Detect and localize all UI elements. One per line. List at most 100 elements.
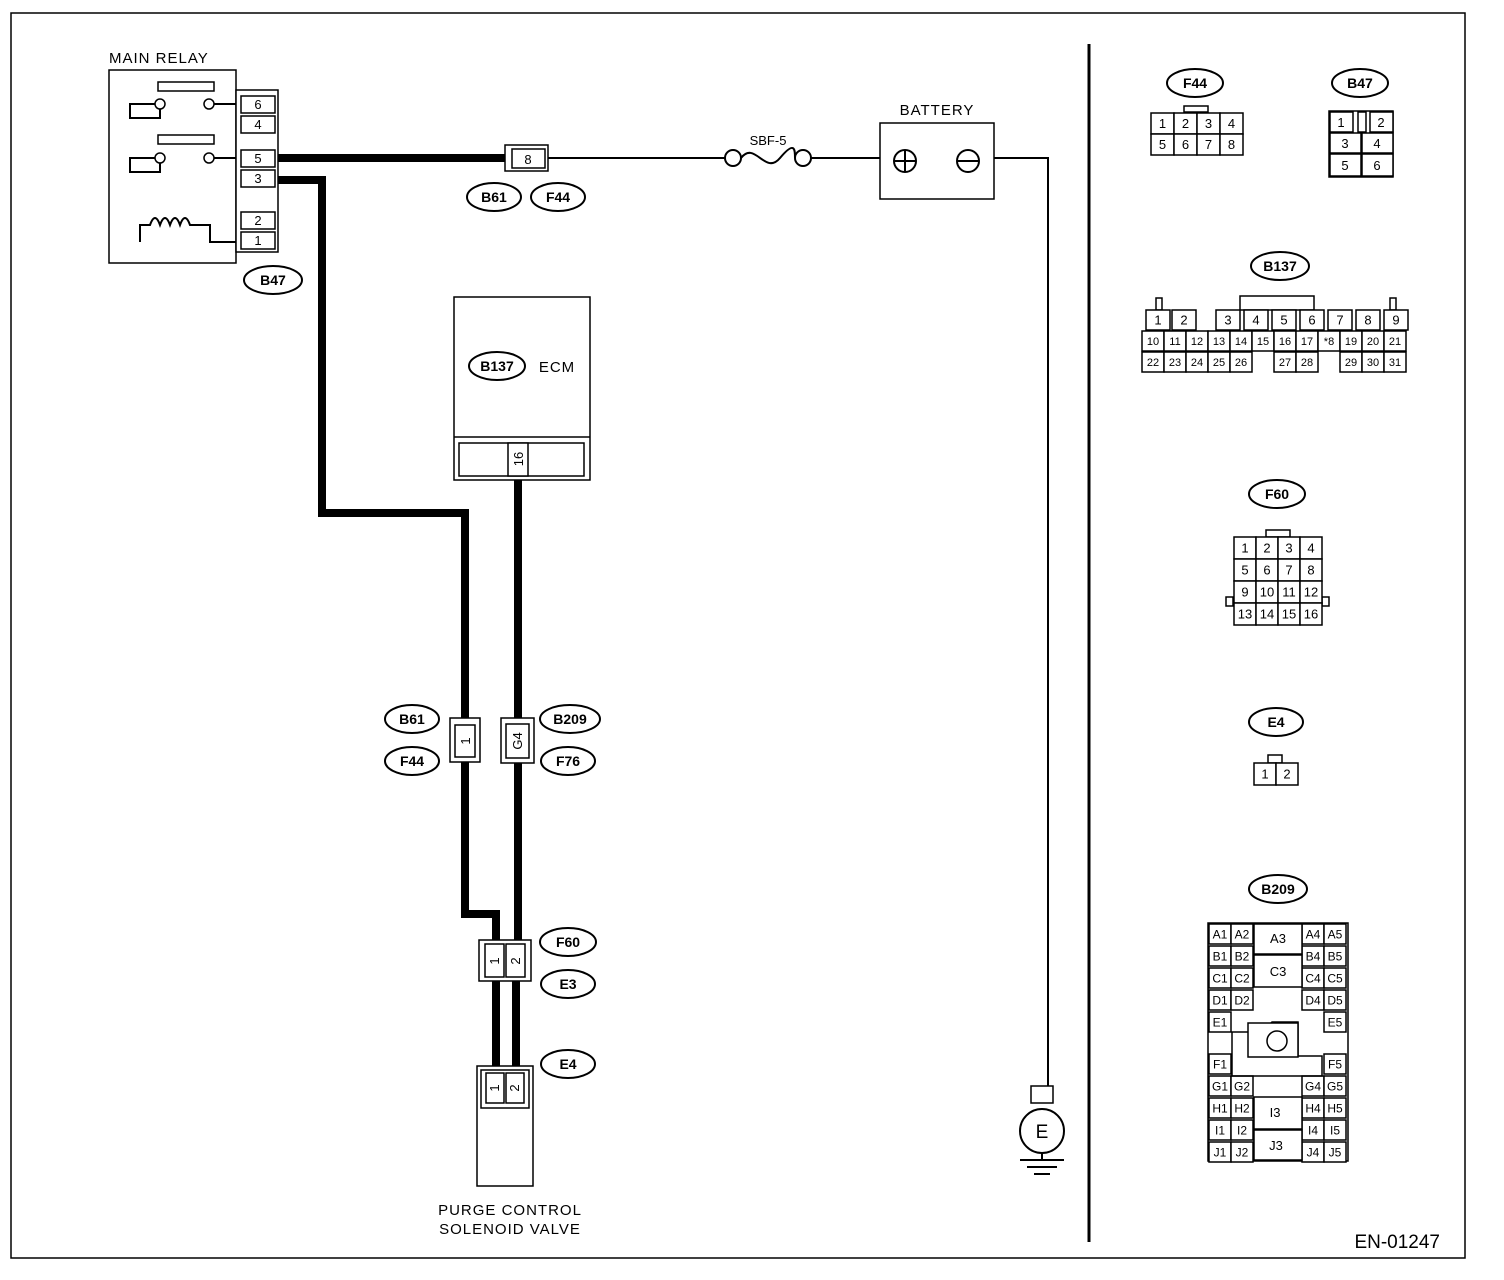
relay-pin-2: 2 — [254, 213, 261, 228]
battery-label: BATTERY — [900, 102, 975, 119]
connector-pin: 6 — [1308, 313, 1315, 328]
wires — [278, 154, 1049, 1086]
connector-pin: 5 — [1159, 137, 1166, 152]
connector-pin: I1 — [1215, 1123, 1225, 1137]
connector-pin: 4 — [1252, 313, 1259, 328]
connector-pin: 26 — [1235, 357, 1247, 369]
svg-text:3: 3 — [1341, 136, 1348, 151]
tag-b47: B47 — [243, 265, 303, 295]
connector-pin: F5 — [1328, 1057, 1342, 1071]
purge-control-solenoid-valve: 1 2 PURGE CONTROL SOLENOID VALVE — [438, 1065, 582, 1238]
svg-text:6: 6 — [1373, 158, 1380, 173]
connector-pin: 23 — [1169, 357, 1181, 369]
connector-pin: 19 — [1345, 336, 1357, 348]
connector-pin: D4 — [1305, 993, 1321, 1007]
svg-text:A3: A3 — [1270, 931, 1286, 946]
connector-pin: *8 — [1324, 336, 1334, 348]
svg-text:2: 2 — [508, 957, 523, 964]
connector-pin: 11 — [1282, 585, 1296, 600]
connector-pin: 22 — [1147, 357, 1159, 369]
connector-pin: J5 — [1329, 1145, 1342, 1159]
svg-text:F44: F44 — [400, 753, 424, 769]
tag-f60: F60 — [539, 927, 597, 957]
connector-b61-f44-pin8: 8 — [504, 144, 549, 172]
connector-pin: G1 — [1212, 1079, 1228, 1093]
tag-b61-mid: B61 — [384, 704, 440, 734]
svg-text:J3: J3 — [1269, 1138, 1283, 1153]
connector-pin: I2 — [1237, 1123, 1247, 1137]
connector-pin: 16 — [1304, 607, 1318, 622]
connector-pin: A5 — [1328, 927, 1343, 941]
connector-pin: H5 — [1327, 1101, 1343, 1115]
connector-pin: 21 — [1389, 336, 1401, 348]
connector-pin: 7 — [1285, 563, 1292, 578]
svg-text:B209: B209 — [1261, 881, 1295, 897]
connector-pin: H1 — [1212, 1101, 1228, 1115]
connector-pin: H2 — [1234, 1101, 1250, 1115]
connector-pin: 10 — [1147, 336, 1159, 348]
svg-text:F44: F44 — [546, 189, 570, 205]
ecm-label: ECM — [539, 359, 575, 376]
connector-pin: A4 — [1306, 927, 1321, 941]
tag-b209: B209 — [539, 704, 601, 734]
connector-pin: C1 — [1212, 971, 1228, 985]
svg-text:1: 1 — [1337, 115, 1344, 130]
svg-text:1: 1 — [487, 957, 502, 964]
svg-text:F76: F76 — [556, 753, 580, 769]
connector-pin: D1 — [1212, 993, 1228, 1007]
svg-text:F60: F60 — [556, 934, 580, 950]
connector-pin: G4 — [1305, 1079, 1321, 1093]
connector-pin: J2 — [1236, 1145, 1249, 1159]
connector-pin: 9 — [1241, 585, 1248, 600]
connector-pin: E1 — [1213, 1015, 1228, 1029]
connector-pin: D5 — [1327, 993, 1343, 1007]
fuse-sbf5: SBF-5 — [724, 133, 812, 167]
connector-pin: 9 — [1392, 313, 1399, 328]
connector-pin: 30 — [1367, 357, 1379, 369]
svg-text:C3: C3 — [1270, 964, 1287, 979]
connector-pin: G5 — [1327, 1079, 1343, 1093]
connector-pin: 11 — [1169, 336, 1180, 348]
connector-pin: F1 — [1213, 1057, 1227, 1071]
connector-pin: I5 — [1330, 1123, 1340, 1137]
figure-id: EN-01247 — [1354, 1232, 1440, 1253]
connector-pin: 4 — [1307, 541, 1314, 556]
fuse-label: SBF-5 — [750, 133, 787, 148]
valve-label-line2: SOLENOID VALVE — [439, 1221, 581, 1238]
tag-f76: F76 — [540, 746, 596, 776]
main-relay-label: MAIN RELAY — [109, 50, 209, 67]
svg-text:F44: F44 — [1183, 75, 1207, 91]
connector-pin: 1 — [1241, 541, 1248, 556]
ground-label: E — [1036, 1122, 1049, 1143]
svg-text:2: 2 — [1377, 115, 1384, 130]
svg-text:B209: B209 — [553, 711, 587, 727]
tag-e3: E3 — [540, 969, 596, 999]
connector-pin: 2 — [1180, 313, 1187, 328]
connector-pin: 15 — [1282, 607, 1296, 622]
svg-text:B137: B137 — [1263, 258, 1297, 274]
connector-pin: 5 — [1280, 313, 1287, 328]
connector-pin: 25 — [1213, 357, 1225, 369]
connector-pin: B4 — [1306, 949, 1321, 963]
connector-pin: 7 — [1205, 137, 1212, 152]
valve-label-line1: PURGE CONTROL — [438, 1202, 582, 1219]
connector-pin: 17 — [1301, 336, 1313, 348]
connector-pin: B1 — [1213, 949, 1228, 963]
connector-pin: 12 — [1191, 336, 1203, 348]
connector-b61-f44-pin1: 1 — [449, 717, 481, 763]
connector-pin: I4 — [1308, 1123, 1318, 1137]
connector-pin: 5 — [1241, 563, 1248, 578]
svg-text:B61: B61 — [481, 189, 507, 205]
connector-pin: J4 — [1307, 1145, 1320, 1159]
connector-pin: 20 — [1367, 336, 1379, 348]
relay-pin-5: 5 — [254, 151, 261, 166]
connector-pin: A2 — [1235, 927, 1250, 941]
connector-pin: 4 — [1228, 116, 1235, 131]
connector-pin: 15 — [1257, 336, 1269, 348]
connector-pin: 2 — [1263, 541, 1270, 556]
connector-pin: D2 — [1234, 993, 1250, 1007]
connector-pin: 1 — [1159, 116, 1166, 131]
